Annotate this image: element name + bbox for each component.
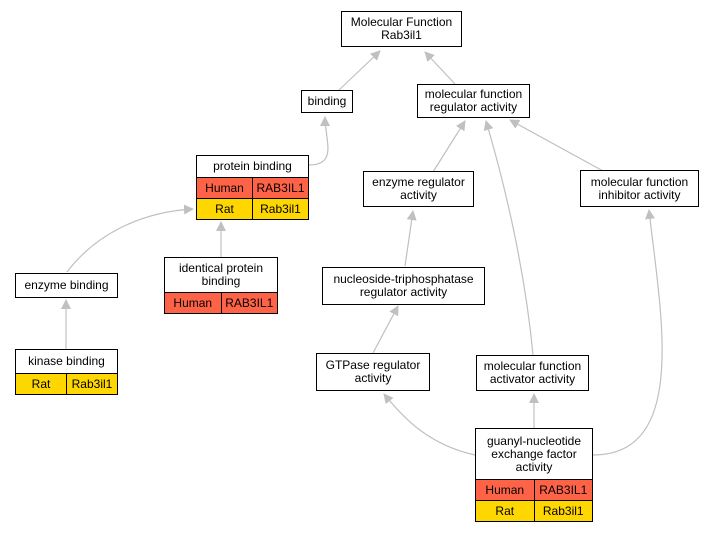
- gene-label: Rab3il1: [533, 501, 593, 521]
- gene-row-human: Human RAB3IL1: [165, 292, 277, 313]
- gene-row-human: Human RAB3IL1: [197, 177, 308, 198]
- node-kinase-binding[interactable]: kinase binding Rat Rab3il1: [15, 349, 118, 395]
- edge-mf-inhibitor-to-mf-regulator: [509, 119, 604, 172]
- edge-enzyme-regulator-to-mf-regulator: [432, 120, 466, 173]
- node-title: GTPase regulator activity: [325, 358, 421, 385]
- node-enzyme-binding[interactable]: enzyme binding: [15, 273, 118, 298]
- node-ntpase-regulator-activity[interactable]: nucleoside-triphosphatase regulator acti…: [322, 267, 485, 305]
- gene-row-rat: Rat Rab3il1: [16, 373, 117, 394]
- node-mf-regulator-activity[interactable]: molecular function regulator activity: [417, 84, 530, 118]
- node-molecular-function-root[interactable]: Molecular Function Rab3il1: [341, 11, 462, 47]
- species-label: Rat: [495, 504, 515, 518]
- edge-ntpase-regulator-to-enzyme-regulator: [404, 210, 417, 267]
- species-label: Rat: [215, 202, 234, 216]
- gene-row-rat: Rat Rab3il1: [197, 198, 308, 219]
- node-mf-inhibitor-activity[interactable]: molecular function inhibitor activity: [580, 170, 699, 207]
- node-identical-protein-binding[interactable]: identical protein binding Human RAB3IL1: [164, 257, 278, 314]
- gene-label: RAB3IL1: [220, 293, 278, 313]
- species-label: Human: [205, 181, 244, 195]
- node-title: guanyl-nucleotide exchange factor activi…: [486, 433, 582, 474]
- node-title: identical protein binding: [178, 261, 264, 288]
- node-title: molecular function regulator activity: [424, 87, 523, 114]
- node-guanyl-nucleotide-exchange-factor-activity[interactable]: guanyl-nucleotide exchange factor activi…: [475, 428, 593, 522]
- node-protein-binding[interactable]: protein binding Human RAB3IL1 Rat Rab3il…: [196, 155, 309, 220]
- edge-gtpase-regulator-to-ntpase-regulator: [372, 305, 399, 354]
- node-title: nucleoside-triphosphatase regulator acti…: [333, 272, 474, 299]
- edge-mf-regulator-to-root: [424, 51, 456, 85]
- gene-row-rat: Rat Rab3il1: [476, 500, 592, 521]
- edge-binding-to-root: [337, 50, 381, 92]
- gene-label: Rab3il1: [252, 199, 308, 219]
- edge-gnef-to-gtpase-regulator: [383, 393, 476, 456]
- node-title: molecular function activator activity: [483, 359, 582, 386]
- gene-label: RAB3IL1: [252, 178, 308, 198]
- node-title: molecular function inhibitor activity: [590, 174, 689, 202]
- node-title: kinase binding: [28, 354, 105, 368]
- node-enzyme-regulator-activity[interactable]: enzyme regulator activity: [363, 171, 474, 207]
- node-title: binding: [307, 94, 347, 108]
- node-title: enzyme binding: [24, 278, 109, 292]
- gene-label: Rab3il1: [66, 374, 117, 394]
- node-title: Molecular Function Rab3il1: [350, 15, 453, 42]
- edge-enzyme-binding-to-protein-binding: [66, 204, 194, 273]
- edge-protein-binding-to-binding: [308, 116, 331, 166]
- edge-mf-activator-to-mf-regulator: [483, 120, 534, 356]
- species-label: Human: [485, 483, 525, 497]
- gene-label: RAB3IL1: [533, 480, 593, 500]
- node-mf-activator-activity[interactable]: molecular function activator activity: [476, 355, 589, 391]
- node-title: enzyme regulator activity: [372, 175, 465, 202]
- node-title: protein binding: [213, 159, 292, 173]
- species-label: Rat: [31, 377, 51, 391]
- node-gtpase-regulator-activity[interactable]: GTPase regulator activity: [316, 353, 430, 391]
- node-binding[interactable]: binding: [301, 90, 353, 113]
- edge-gnef-to-mf-inhibitor: [592, 209, 663, 456]
- species-label: Human: [173, 296, 213, 310]
- gene-row-human: Human RAB3IL1: [476, 479, 592, 500]
